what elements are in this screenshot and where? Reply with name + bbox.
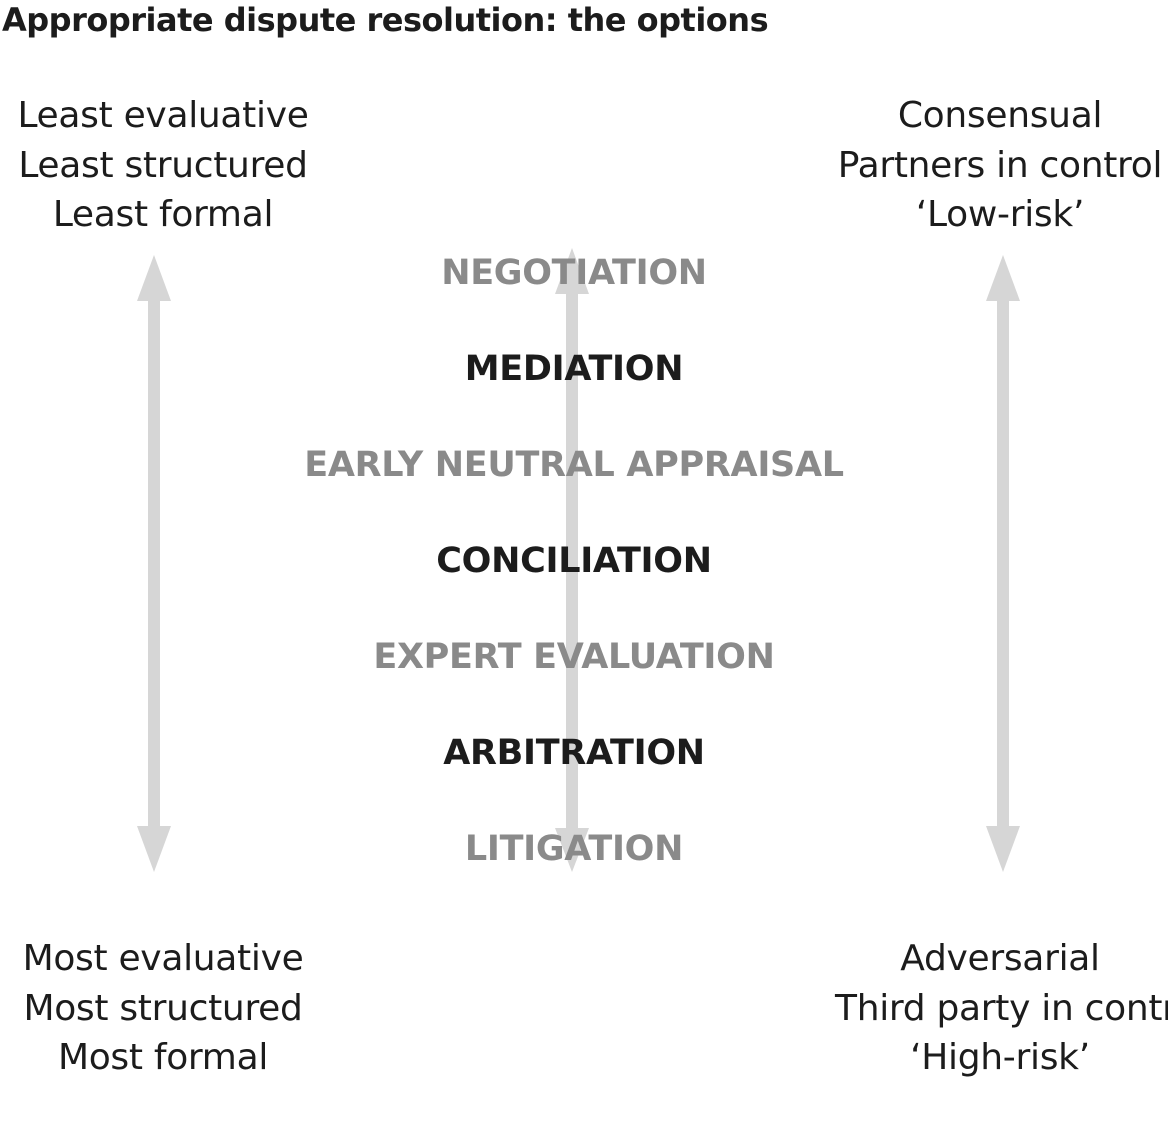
option-early-neutral-appraisal: EARLY NEUTRAL APPRAISAL (304, 445, 844, 485)
option-litigation: LITIGATION (464, 829, 684, 869)
top-left-label: Least structured (18, 144, 308, 186)
top-right-label: Consensual (897, 95, 1103, 136)
top-right-label: Partners in control (837, 144, 1163, 186)
right-double-arrow (986, 255, 1020, 872)
dispute-options-list: NEGOTIATION MEDIATION EARLY NEUTRAL APPR… (274, 0, 874, 1131)
center-double-arrow (555, 248, 589, 872)
bottom-right-label: Third party in control (835, 987, 1168, 1029)
bottom-left-label: Most formal (57, 1037, 269, 1078)
bottom-left-label: Most structured (23, 987, 303, 1029)
option-mediation: MEDIATION (464, 349, 684, 389)
bottom-right-label: ‘High-risk’ (910, 1037, 1090, 1078)
top-right-label: ‘Low-risk’ (915, 194, 1085, 235)
page-title: Appropriate dispute resolution: the opti… (2, 1, 769, 39)
bottom-left-label: Most evaluative (22, 938, 304, 979)
bottom-left-labels: Most evaluative Most structured Most for… (0, 934, 328, 1083)
option-expert-evaluation: EXPERT EVALUATION (373, 637, 775, 677)
top-right-labels: Consensual Partners in control ‘Low-risk… (835, 91, 1165, 240)
bottom-right-labels: Adversarial Third party in control ‘High… (835, 934, 1168, 1083)
bottom-right-label: Adversarial (900, 938, 1100, 979)
option-conciliation: CONCILIATION (436, 541, 712, 581)
option-negotiation: NEGOTIATION (441, 253, 707, 293)
left-double-arrow (137, 255, 171, 872)
option-arbitration: ARBITRATION (443, 733, 705, 773)
top-left-labels: Least evaluative Least structured Least … (0, 91, 328, 240)
top-left-label: Least formal (52, 194, 274, 235)
top-left-label: Least evaluative (17, 95, 309, 136)
